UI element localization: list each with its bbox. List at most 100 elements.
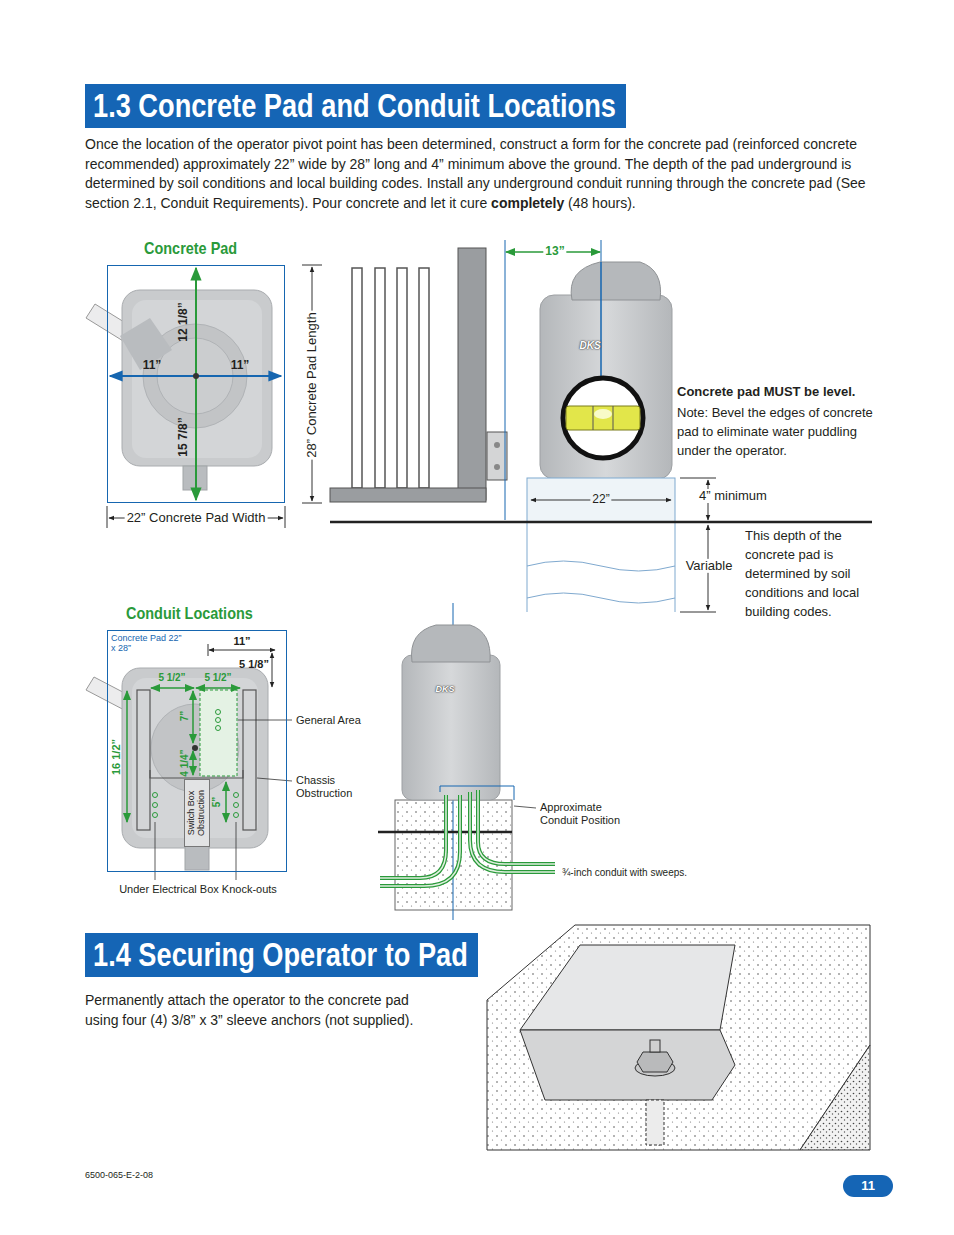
conduit-side-view [514,806,536,808]
note-text: This depth of the concrete pad is determ… [745,526,880,621]
conduit-side-view [440,786,514,800]
callout-label: ¾-inch conduit with sweeps. [562,867,687,878]
gate-side-view [494,464,500,470]
anchor-illustration [520,945,735,1030]
concrete-pad-frame: Concrete Pad [107,265,285,503]
pad-top-view [86,265,322,528]
dimension-label: 12 1/8” [177,302,190,341]
conduit-frame-text: Conduit Locations [126,605,253,624]
conduit-top-view [234,803,239,808]
body-text: Once the location of the operator pivot … [85,136,866,211]
dimension-label: 16 1/2” [110,739,122,775]
gate-side-view [397,268,407,488]
conduit-side-view [380,795,446,878]
conduit-top-view [238,720,292,721]
gate-side-view [601,240,602,262]
conduit-top-view [272,653,273,687]
gate-side-view [527,561,675,571]
dimension-label: 22” [590,493,611,506]
body-text: (48 hours). [568,195,636,211]
gate-side-view [458,248,486,500]
conduit-top-view [153,803,158,808]
conduit-top-view [153,793,158,798]
anchor-illustration [487,925,870,1150]
conduit-side-view [380,790,555,886]
dimension-label: 5 1/2” [204,672,231,683]
conduit-top-view [209,650,275,651]
conduit-top-view [234,793,239,798]
conduit-side-view [378,603,555,920]
conduit-top-view [225,782,227,822]
conduit-top-view [216,726,221,731]
body-paragraph: Once the location of the operator pivot … [85,135,875,213]
page-number-text: 11 [861,1179,875,1193]
gate-side-view [487,432,507,480]
callout-label: Approximate Conduit Position [540,801,640,826]
anchor-illustration [650,1040,660,1052]
conduit-side-view [412,625,491,662]
gate-side-view [505,240,506,520]
dimension-label: 11” [143,359,162,372]
conduit-top-view [196,687,240,689]
note-text: Note: Bevel the edges of concrete pad to… [677,403,882,460]
gate-side-view [540,295,672,479]
concrete-pad-frame-text: Concrete Pad [144,240,237,259]
dimension-label: 4 1/4” [179,749,190,776]
page-number: 11 [843,1175,893,1197]
gate-side-view [375,268,385,488]
gate-side-view [527,522,528,612]
gate-side-view [680,478,716,479]
gate-side-view [613,406,614,430]
gate-side-view [594,409,612,419]
section-banner-text: 1.3 Concrete Pad and Conduit Locations [93,87,616,124]
body-text-bold: completely [491,195,564,211]
gate-side-view [352,268,362,488]
gate-side-view [563,378,643,458]
conduit-top-view [137,690,150,830]
gate-side-view [600,262,602,380]
dimension-label: 13” [543,245,566,258]
conduit-top-view [151,687,194,689]
gate-side-view [330,488,486,502]
conduit-top-view [86,644,292,880]
dimension-label: 5” [211,797,222,808]
conduit-frame-text: Concrete Pad 22” x 28” [111,633,183,654]
dimension-label: 22” Concrete Pad Width [125,511,268,525]
anchor-illustration [800,1045,870,1150]
conduit-side-view [402,655,500,800]
anchor-illustration [637,1052,673,1072]
conduit-top-view [208,644,209,656]
conduit-top-view [243,690,256,830]
conduit-top-view [216,718,221,723]
dimension-label: 5 1/8” [239,658,269,670]
section-banner: 1.4 Securing Operator to Pad [85,933,478,977]
conduit-top-view [185,846,209,870]
conduit-side-view [380,795,460,886]
conduit-top-view [192,751,194,775]
conduit-side-view [380,795,460,886]
conduit-top-view [234,813,239,818]
dimension-label: 28” Concrete Pad Length [305,310,319,459]
callout-label: Under Electrical Box Knock-outs [119,883,277,895]
brand-logo: DKS [435,685,454,695]
pad-top-view [195,268,197,500]
callout-label: Chassis Obstruction [296,774,376,799]
conduit-top-view [126,691,128,822]
switch-box-text: Switch Box Obstruction [187,782,207,844]
dimension-label: 11” [231,359,250,372]
section-banner-text: 1.4 Securing Operator to Pad [93,936,468,973]
pad-top-view [193,373,199,379]
anchor-illustration [520,1030,735,1100]
gate-side-view [527,478,675,522]
gate-side-view [527,593,675,603]
conduit-top-view [200,690,237,776]
document-code: 6500-065-E-2-08 [85,1171,153,1181]
note-heading: Concrete pad MUST be level. [677,384,887,400]
dimension-label: 5 1/2” [158,672,185,683]
conduit-top-view [216,710,221,715]
pad-top-view [285,506,286,528]
conduit-side-view [380,795,446,878]
dimension-label: 4” minimum [697,489,769,503]
body-text: Permanently attach the operator to the c… [85,990,430,1030]
